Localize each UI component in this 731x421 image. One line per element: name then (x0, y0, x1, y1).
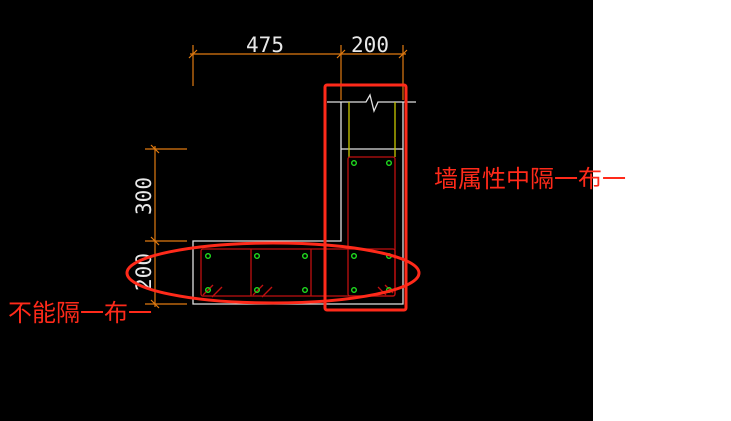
cad-canvas[interactable] (0, 0, 593, 421)
top-dimension (188, 45, 408, 100)
left-dimension (145, 144, 187, 309)
wall-note: 墙属性中隔一布一 (434, 165, 626, 193)
break-line (327, 93, 416, 113)
dim-300: 300 (132, 177, 156, 215)
blank-panel (593, 0, 731, 421)
wall-highlight-box (323, 83, 408, 312)
flange-highlight-ellipse (125, 241, 421, 305)
rebars (204, 159, 393, 294)
flange-note: 不能隔一布一 (8, 299, 152, 327)
wall-outline (192, 93, 416, 305)
stirrups (200, 156, 396, 298)
dim-200-top: 200 (351, 33, 389, 57)
dim-475: 475 (246, 33, 284, 57)
tie-bars (348, 102, 396, 157)
